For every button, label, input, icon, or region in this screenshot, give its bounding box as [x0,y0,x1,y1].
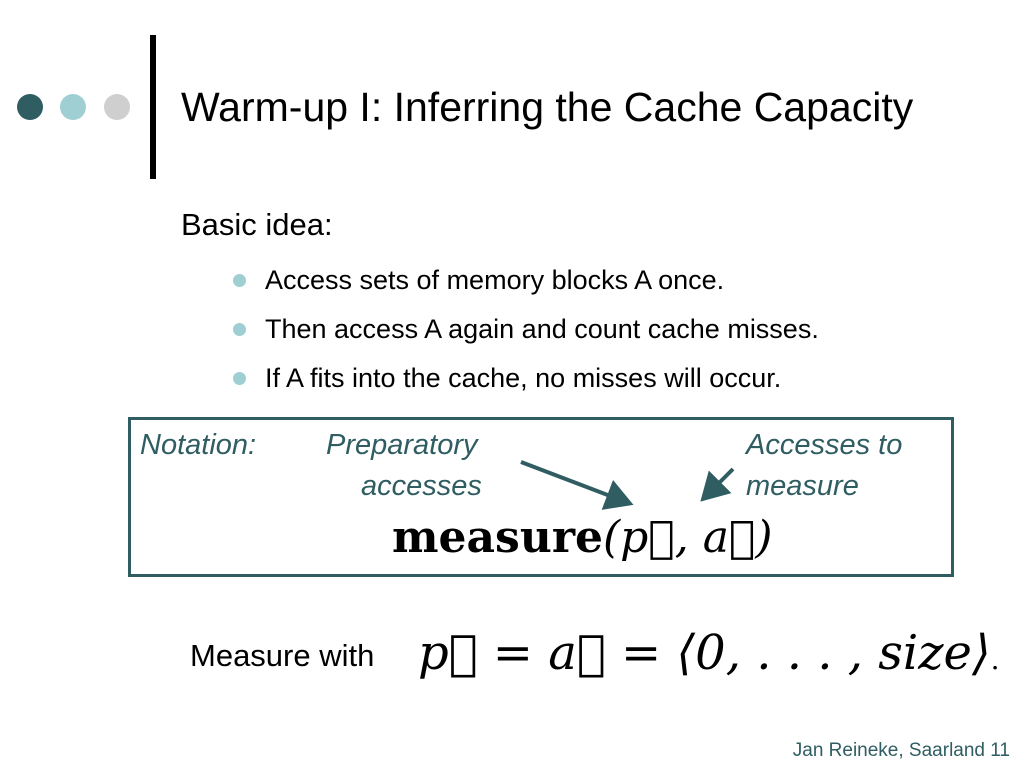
slide-title: Warm-up I: Inferring the Cache Capacity [181,84,914,130]
bullet-item: If A fits into the cache, no misses will… [231,354,819,403]
notation-box [128,417,954,577]
bullet-text: If A fits into the cache, no misses will… [265,363,782,393]
measure-function-name: measure [392,512,603,563]
bullet-item: Then access A again and count cache miss… [231,305,819,354]
measure-equation: p⃗ = a⃗ = ⟨0, . . . , size⟩. [418,622,1000,691]
bullet-text: Access sets of memory blocks A once. [265,265,725,295]
preparatory-label-line2: accesses [361,470,482,502]
accesses-label-line2: measure [746,470,859,502]
title-divider [150,35,156,179]
equation-period: . [990,643,1000,676]
notation-label: Notation: [140,429,257,461]
measure-formula: measure(p⃗, a⃗) [392,510,773,566]
accesses-label: Accesses to [746,429,903,461]
bullet-dot-icon [233,323,246,336]
basic-idea-heading: Basic idea: [181,207,333,242]
measure-function-args: (p⃗, a⃗) [603,512,773,563]
preparatory-label: Preparatory [326,429,478,461]
equation-body: p⃗ = a⃗ = ⟨0, . . . , size⟩ [418,625,991,681]
slide-footer: Jan Reineke, Saarland 11 [792,740,1010,761]
decor-dot-gray [104,94,130,120]
bullet-dot-icon [233,372,246,385]
measure-with-label: Measure with [190,638,375,673]
decor-dot-dark [17,94,43,120]
bullet-text: Then access A again and count cache miss… [265,314,819,344]
decor-dot-light [60,94,86,120]
bullet-list: Access sets of memory blocks A once. The… [231,256,819,403]
bullet-dot-icon [233,274,246,287]
bullet-item: Access sets of memory blocks A once. [231,256,819,305]
